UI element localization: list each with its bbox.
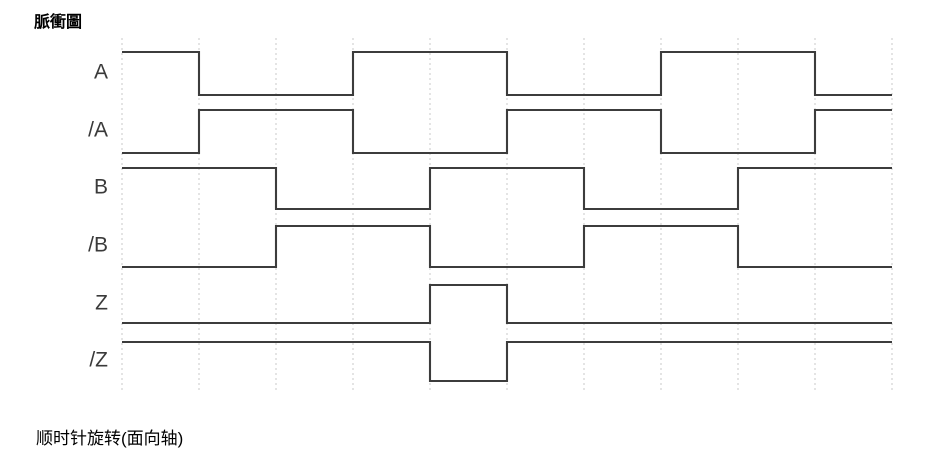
waveform-layer <box>122 50 892 383</box>
label-signal-z: Z <box>95 292 108 315</box>
waveform-signal-b-inverted <box>122 224 892 269</box>
waveform-signal-a <box>122 50 892 97</box>
waveform-signal-b <box>122 166 892 211</box>
page-title: 脈衝圖 <box>34 14 83 31</box>
label-signal-a-inverted: /A <box>88 119 108 142</box>
label-signal-a: A <box>94 61 108 84</box>
label-signal-b: B <box>94 176 108 199</box>
waveform-signal-z-inverted <box>122 340 892 383</box>
signal-label-layer: A/A B/B Z/Z <box>88 61 108 372</box>
label-signal-b-inverted: /B <box>88 234 108 257</box>
label-signal-z-inverted: /Z <box>89 349 108 372</box>
caption: 顺时针旋转(面向轴) <box>36 429 184 448</box>
waveform-signal-z <box>122 283 892 325</box>
grid-layer <box>121 38 893 390</box>
waveform-signal-a-inverted <box>122 108 892 155</box>
